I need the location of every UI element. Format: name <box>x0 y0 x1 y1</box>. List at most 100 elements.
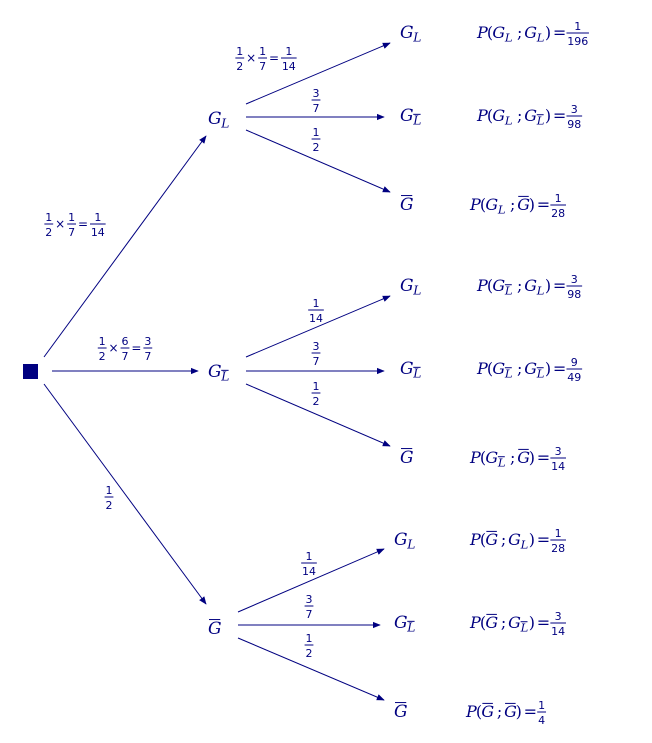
fraction: 67 <box>120 335 130 363</box>
svg-text:1: 1 <box>313 380 320 393</box>
svg-text:G: G <box>508 530 521 549</box>
fraction: 128 <box>550 527 566 555</box>
fraction: 12 <box>235 45 245 73</box>
svg-text:4: 4 <box>538 714 545 727</box>
edge-label-GL_Gb: 12 <box>311 126 321 154</box>
fraction: 37 <box>304 593 314 621</box>
fraction: 17 <box>258 45 267 73</box>
svg-text:G: G <box>524 23 537 42</box>
svg-text:(: ( <box>487 23 493 42</box>
fraction: 398 <box>566 103 583 131</box>
svg-text:14: 14 <box>282 60 296 73</box>
svg-text:(: ( <box>476 702 482 721</box>
svg-text:=: = <box>553 359 566 378</box>
svg-text:G: G <box>524 359 537 378</box>
svg-text:L: L <box>497 203 506 217</box>
fraction: 12 <box>311 380 321 408</box>
svg-text:=: = <box>269 51 279 65</box>
svg-text:=: = <box>78 217 88 231</box>
svg-text:P: P <box>476 106 488 125</box>
svg-text:;: ; <box>517 23 522 42</box>
svg-text:L: L <box>497 456 506 470</box>
svg-text:3: 3 <box>313 340 320 353</box>
svg-text:L: L <box>412 284 421 298</box>
svg-text:3: 3 <box>144 335 151 348</box>
svg-text:L: L <box>536 367 545 381</box>
edge-label-GLb_Gb: 12 <box>311 380 321 408</box>
svg-text:3: 3 <box>313 87 320 100</box>
svg-text:L: L <box>504 114 513 128</box>
svg-text:98: 98 <box>567 118 581 131</box>
svg-text:;: ; <box>497 702 502 721</box>
svg-text:2: 2 <box>99 350 106 363</box>
fraction: 12 <box>311 126 321 154</box>
svg-text:): ) <box>545 23 551 42</box>
svg-text:;: ; <box>510 195 515 214</box>
svg-text:P: P <box>476 359 488 378</box>
svg-text:7: 7 <box>122 350 129 363</box>
svg-text:G: G <box>517 195 530 214</box>
svg-text:P: P <box>465 702 477 721</box>
node-l2_b3: G <box>400 448 414 468</box>
edge-labels: 12×17=11412×67=371212×17=114371211437121… <box>44 45 324 660</box>
edge-Gb_Gb <box>237 637 385 701</box>
svg-text:3: 3 <box>555 445 562 458</box>
result-9: P(G;G)=14 <box>465 699 547 727</box>
svg-text:3: 3 <box>555 610 562 623</box>
svg-text:L: L <box>536 31 545 45</box>
edge-label-GL_GLb: 37 <box>311 87 321 115</box>
edge-label-GL_GL: 12×17=114 <box>235 45 297 73</box>
svg-text:;: ; <box>510 448 515 467</box>
svg-text:=: = <box>537 195 550 214</box>
svg-text:G: G <box>394 613 408 633</box>
fraction: 37 <box>311 340 321 368</box>
edge-label-GLb_GLb: 37 <box>311 340 321 368</box>
root-square-icon <box>23 364 38 379</box>
svg-text:3: 3 <box>306 593 313 606</box>
svg-text:P: P <box>469 613 481 632</box>
fraction: 314 <box>550 610 566 638</box>
fraction: 314 <box>550 445 566 473</box>
svg-text:=: = <box>553 23 566 42</box>
fraction: 128 <box>550 192 566 220</box>
svg-text:98: 98 <box>567 288 581 301</box>
fraction: 37 <box>143 335 153 363</box>
svg-text:G: G <box>517 448 530 467</box>
svg-text:P: P <box>469 195 481 214</box>
svg-text:L: L <box>412 367 421 381</box>
svg-text:1: 1 <box>45 211 52 224</box>
svg-text:G: G <box>492 23 505 42</box>
edge-GLb_GL <box>245 295 391 358</box>
svg-text:(: ( <box>480 530 486 549</box>
edge-label-Gb_GLb: 37 <box>304 593 314 621</box>
fraction: 12 <box>104 484 114 512</box>
svg-text:P: P <box>476 23 488 42</box>
svg-text:;: ; <box>501 530 506 549</box>
svg-text:1: 1 <box>313 126 320 139</box>
svg-text:): ) <box>529 195 535 214</box>
svg-text:G: G <box>208 109 222 129</box>
svg-text:1: 1 <box>555 192 562 205</box>
tree-edges <box>43 42 391 701</box>
svg-text:G: G <box>400 106 414 126</box>
node-l2_a3: G <box>400 195 414 215</box>
svg-text:P: P <box>469 530 481 549</box>
svg-text:L: L <box>504 284 513 298</box>
svg-text:G: G <box>208 362 222 382</box>
svg-text:G: G <box>492 106 505 125</box>
svg-text:G: G <box>492 276 505 295</box>
svg-text:L: L <box>220 370 229 384</box>
edge-label-root_GL: 12×17=114 <box>44 211 106 239</box>
fraction: 114 <box>90 211 106 239</box>
svg-text:=: = <box>537 530 550 549</box>
